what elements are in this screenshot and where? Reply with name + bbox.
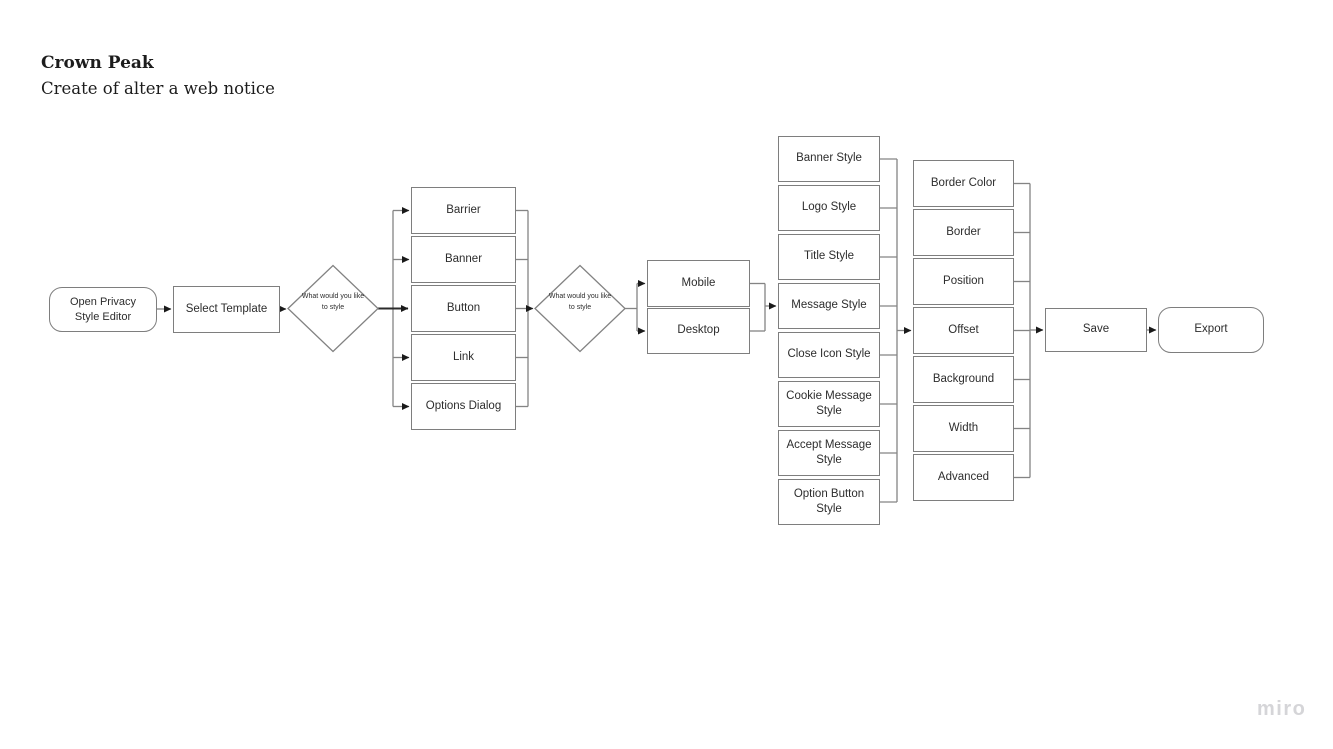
- node-close-icon-style[interactable]: Close Icon Style: [778, 332, 880, 378]
- node-select-template[interactable]: Select Template: [173, 286, 280, 333]
- decision-style-label: What would you like to style: [301, 293, 365, 311]
- decision-device-label: What would you like to style: [548, 293, 612, 311]
- node-advanced[interactable]: Advanced: [913, 454, 1014, 501]
- node-export[interactable]: Export: [1158, 307, 1264, 353]
- node-offset[interactable]: Offset: [913, 307, 1014, 354]
- node-open-privacy-style-editor[interactable]: Open Privacy Style Editor: [49, 287, 157, 332]
- node-message-style[interactable]: Message Style: [778, 283, 880, 329]
- miro-watermark: miro: [1257, 698, 1307, 720]
- connector-lines: [157, 158, 1157, 503]
- decision-style-diamond[interactable]: [287, 264, 379, 353]
- node-logo-style[interactable]: Logo Style: [778, 185, 880, 231]
- node-title-style[interactable]: Title Style: [778, 234, 880, 280]
- node-width[interactable]: Width: [913, 405, 1014, 452]
- decision-device-diamond[interactable]: [534, 264, 626, 353]
- node-background[interactable]: Background: [913, 356, 1014, 403]
- page-subtitle[interactable]: Create of alter a web notice: [41, 79, 275, 98]
- node-option-button-style[interactable]: Option Button Style: [778, 479, 880, 525]
- node-border-color[interactable]: Border Color: [913, 160, 1014, 207]
- page-title[interactable]: Crown Peak: [41, 53, 154, 73]
- node-save[interactable]: Save: [1045, 308, 1147, 352]
- node-position[interactable]: Position: [913, 258, 1014, 305]
- node-desktop[interactable]: Desktop: [647, 308, 750, 354]
- node-accept-message-style[interactable]: Accept Message Style: [778, 430, 880, 476]
- node-mobile[interactable]: Mobile: [647, 260, 750, 307]
- node-button[interactable]: Button: [411, 285, 516, 332]
- node-banner[interactable]: Banner: [411, 236, 516, 283]
- node-barrier[interactable]: Barrier: [411, 187, 516, 234]
- node-border[interactable]: Border: [913, 209, 1014, 256]
- node-cookie-message-style[interactable]: Cookie Message Style: [778, 381, 880, 427]
- node-link[interactable]: Link: [411, 334, 516, 381]
- node-banner-style[interactable]: Banner Style: [778, 136, 880, 182]
- node-options-dialog[interactable]: Options Dialog: [411, 383, 516, 430]
